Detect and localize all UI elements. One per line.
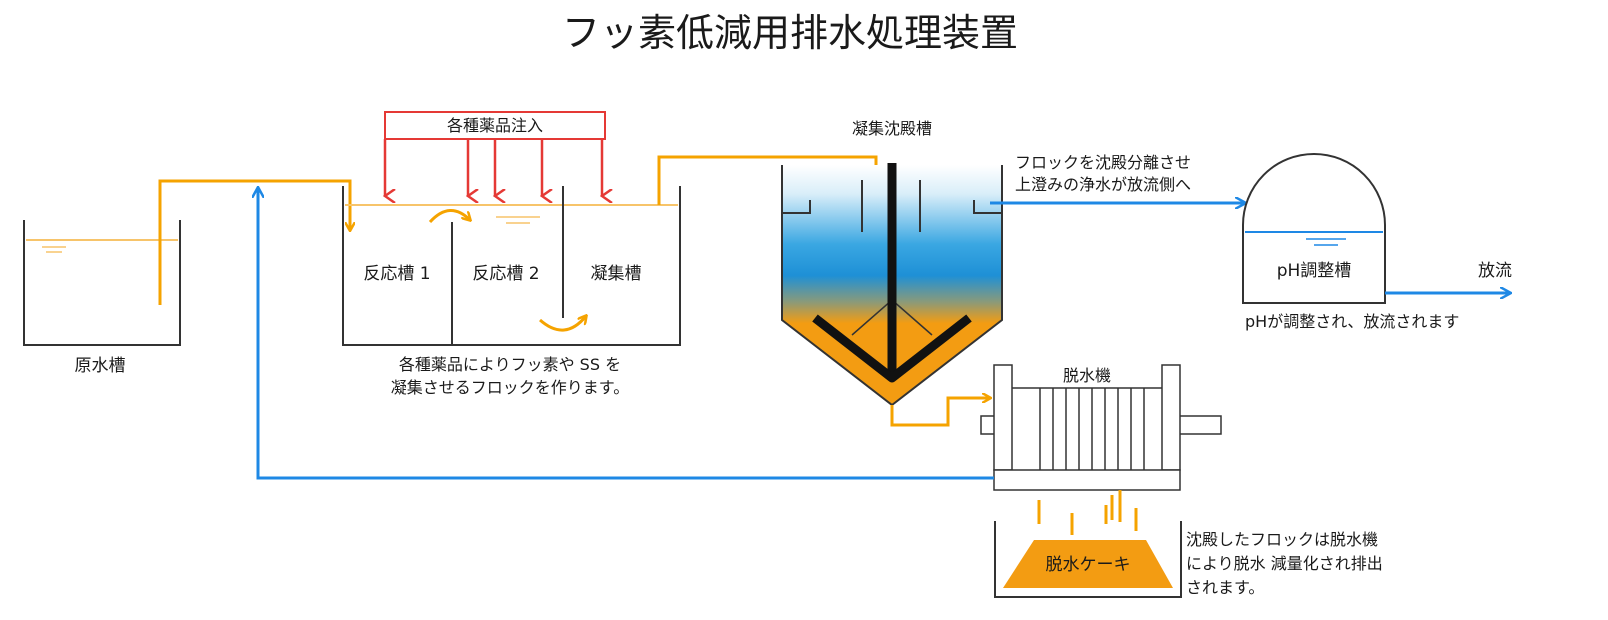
raw-water-pipe <box>158 179 350 305</box>
reaction-tank-block: 反応槽 1 反応槽 2 凝集槽 各種薬品によりフッ素や SS を 凝集させるフロ… <box>342 186 681 397</box>
chemical-injection-label: 各種薬品注入 <box>447 116 543 135</box>
dehydrator-end-plate-right <box>1161 364 1181 471</box>
reaction-note-line-1: 各種薬品によりフッ素や SS を <box>399 355 621 374</box>
agitator-struts <box>851 299 933 336</box>
dehydrated-cake <box>1003 540 1173 588</box>
ph-adjustment-tank: pH調整槽 pHが調整され、放流されます <box>1242 153 1459 331</box>
chemical-injection-box <box>384 111 606 140</box>
dehydrator-body <box>994 365 1180 490</box>
raw-tank-label: 原水槽 <box>75 356 126 376</box>
dehydrator-label: 脱水機 <box>1063 366 1111 385</box>
dehydrator: 脱水機 <box>980 364 1222 491</box>
dehydrator-note-line-1: 沈殿したフロックは脱水機 <box>1186 530 1378 549</box>
cake-bin-outline <box>994 521 1182 598</box>
chemical-injection: 各種薬品注入 <box>384 111 606 196</box>
ph-note: pHが調整され、放流されます <box>1245 312 1459 331</box>
dehydrator-filter-plates <box>1039 388 1145 470</box>
cake-bin: 脱水ケーキ <box>994 521 1182 598</box>
ph-tank-outline <box>1242 153 1386 304</box>
raw-water-tank: 原水槽 <box>23 220 181 376</box>
ph-tank-label: pH調整槽 <box>1277 261 1352 281</box>
filtrate-return-pipe <box>258 188 994 480</box>
page-title: フッ素低減用排水処理装置 <box>562 11 1018 55</box>
cake-label: 脱水ケーキ <box>1046 555 1131 575</box>
raw-tank-outline <box>23 220 181 346</box>
dehydrator-shaft-right <box>1178 415 1222 435</box>
reaction-tank-2-label: 反応槽 2 <box>472 264 539 284</box>
dehydrator-end-plate-left <box>993 364 1013 471</box>
settling-note-line-2: 上澄みの浄水が放流側へ <box>1015 175 1191 194</box>
flow-arrow-reaction-2-to-floc <box>539 316 586 332</box>
dehydrator-note-line-3: されます。 <box>1186 578 1264 597</box>
settling-tank: 凝集沈殿槽 <box>781 119 1003 407</box>
flow-arrow-reaction-1-to-2 <box>428 209 470 224</box>
settling-note-line-1: フロックを沈殿分離させ <box>1015 153 1191 172</box>
settling-weir-right <box>973 200 1002 214</box>
reaction-block-outline <box>342 186 681 346</box>
reaction-note-line-2: 凝集させるフロックを作ります。 <box>391 378 629 397</box>
agitator-rake <box>812 314 972 383</box>
reaction-tank-1-label: 反応槽 1 <box>363 264 430 284</box>
falling-cake-marks <box>1037 490 1138 535</box>
dehydrator-base <box>993 469 1181 491</box>
settling-weir-left <box>782 200 811 214</box>
flocculation-tank-label: 凝集槽 <box>591 264 642 284</box>
sludge-pipe <box>890 398 990 427</box>
dehydrator-note-line-2: により脱水 減量化され排出 <box>1186 554 1383 573</box>
discharge-label: 放流 <box>1478 261 1512 281</box>
settling-tank-label: 凝集沈殿槽 <box>852 119 932 138</box>
